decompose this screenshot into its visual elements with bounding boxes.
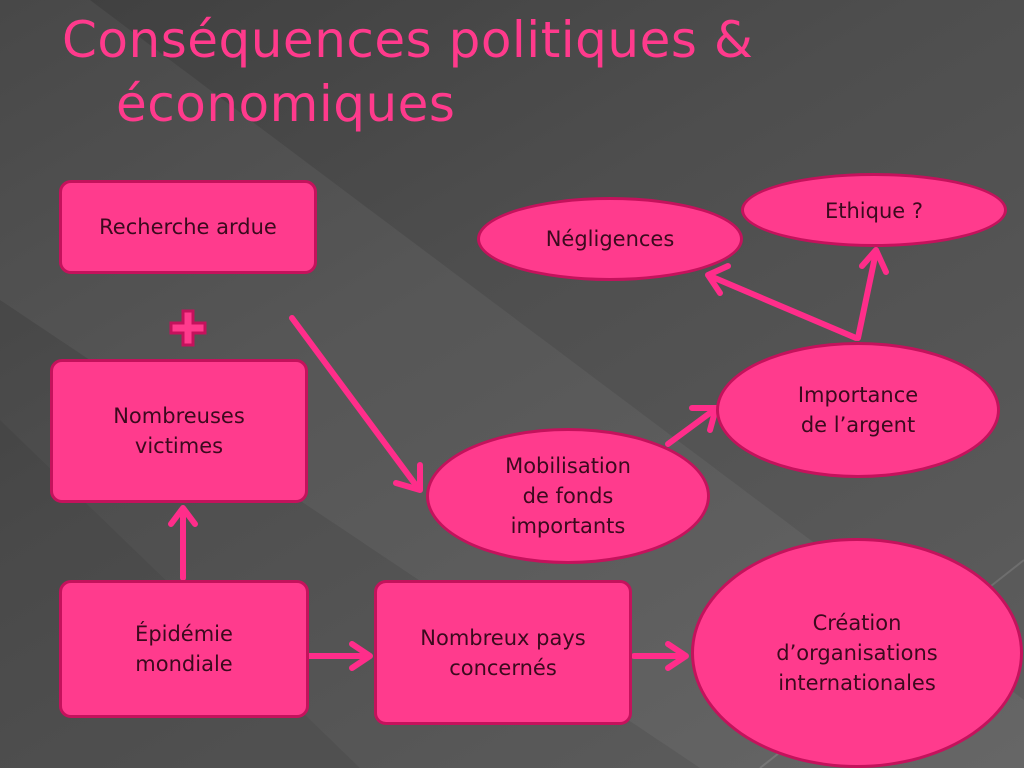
- node-victimes-label: Nombreuses victimes: [113, 404, 245, 458]
- node-epidemie-mondiale: Épidémie mondiale: [59, 580, 309, 718]
- node-ethique: Ethique ?: [741, 173, 1007, 247]
- arrow-argent-to-negligences: [705, 263, 859, 341]
- arrow-pays-to-creation: [631, 641, 689, 671]
- arrow-mobilisation-to-argent: [665, 405, 719, 447]
- node-ethique-label: Ethique ?: [824, 199, 924, 223]
- node-importance-argent: Importance de l’argent: [716, 342, 1000, 478]
- arrow-recherche-to-mobilisation: [289, 315, 423, 493]
- node-mobilisation-label: Mobilisation de fonds importants: [505, 454, 631, 538]
- node-negligences: Négligences: [477, 197, 743, 281]
- node-mobilisation-fonds: Mobilisation de fonds importants: [426, 428, 710, 564]
- node-negligences-label: Négligences: [545, 227, 675, 251]
- node-creation-organisations: Création d’organisations internationales: [691, 538, 1023, 768]
- arrow-epidemie-to-victimes: [168, 505, 198, 581]
- title-line-1: Conséquences politiques &: [62, 11, 754, 69]
- node-recherche-label: Recherche ardue: [99, 215, 277, 239]
- node-recherche-ardue: Recherche ardue: [59, 180, 317, 274]
- arrow-argent-to-ethique: [855, 247, 889, 341]
- slide-title: Conséquences politiques & économiques: [62, 8, 962, 136]
- arrow-epidemie-to-pays: [305, 641, 373, 671]
- node-argent-label: Importance de l’argent: [797, 383, 919, 437]
- plus-icon: [169, 309, 207, 347]
- title-line-2: économiques: [116, 75, 456, 133]
- node-creation-label: Création d’organisations internationales: [776, 611, 938, 695]
- node-nombreux-pays: Nombreux pays concernés: [374, 580, 632, 725]
- node-pays-label: Nombreux pays concernés: [420, 625, 586, 680]
- node-epidemie-label: Épidémie mondiale: [135, 622, 233, 676]
- node-nombreuses-victimes: Nombreuses victimes: [50, 359, 308, 503]
